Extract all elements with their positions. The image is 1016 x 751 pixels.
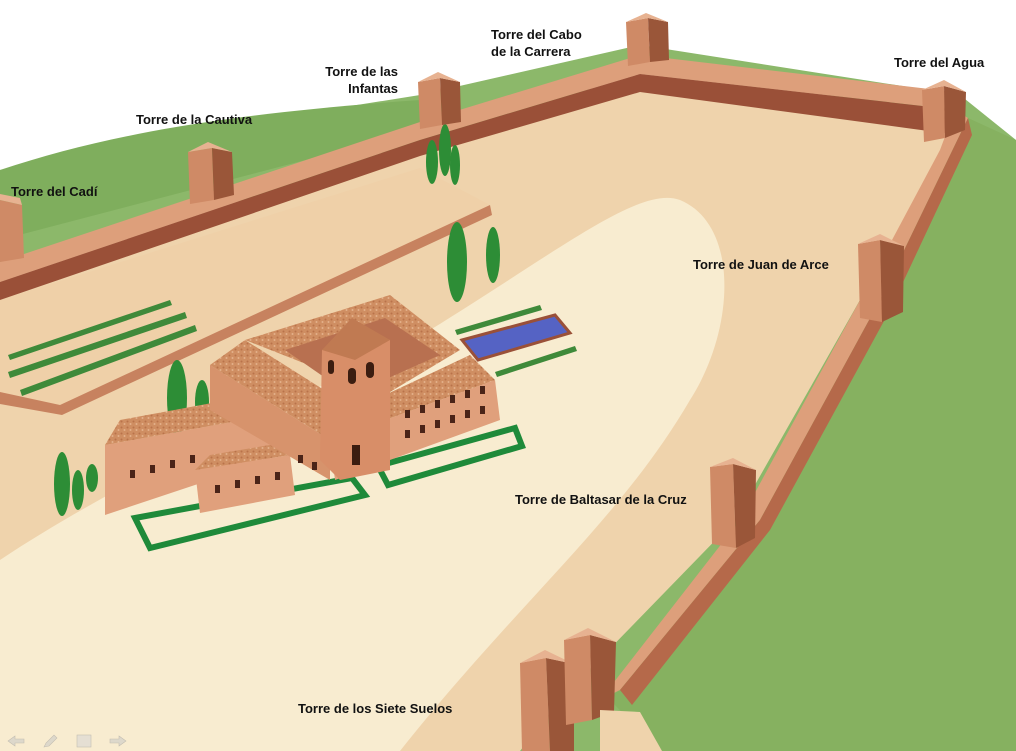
label-torre-cabo-line2: de la Carrera <box>491 44 571 59</box>
label-torre-cabo-line1: Torre del Cabo <box>491 27 582 42</box>
tower-juan-arce <box>858 234 904 322</box>
tower-agua <box>922 80 966 142</box>
slideshow-nav <box>4 733 130 749</box>
tower-cabo <box>626 13 669 66</box>
wall-right-top <box>600 110 968 700</box>
arrow-left-icon[interactable] <box>4 733 28 749</box>
tower-baltasar <box>710 458 756 548</box>
sky <box>0 0 1016 170</box>
tower-siete-suelos <box>520 628 662 751</box>
convent-building <box>105 295 500 515</box>
label-torre-infantas: Torre de las Infantas <box>308 63 398 97</box>
pool <box>459 313 573 362</box>
label-torre-agua: Torre del Agua <box>894 55 985 70</box>
tower-infantas <box>418 72 461 129</box>
tower-cautiva <box>188 142 234 204</box>
arrow-right-icon[interactable] <box>106 733 130 749</box>
pencil-icon[interactable] <box>38 733 62 749</box>
label-torre-cautiva: Torre de la Cautiva <box>136 112 253 127</box>
label-torre-cabo: Torre del Cabo de la Carrera <box>491 26 582 60</box>
label-torre-siete-suelos: Torre de los Siete Suelos <box>298 701 453 716</box>
label-torre-infantas-line1: Torre de las <box>325 64 398 79</box>
tower-cadi <box>0 194 24 262</box>
label-torre-juan-arce: Torre de Juan de Arce <box>693 257 829 272</box>
towers <box>0 13 966 751</box>
label-torre-infantas-line2: Infantas <box>348 81 398 96</box>
vineyard-rows <box>8 300 577 396</box>
slides-icon[interactable] <box>72 733 96 749</box>
terrace <box>0 168 490 405</box>
label-torre-baltasar: Torre de Baltasar de la Cruz <box>515 492 687 507</box>
label-torre-cadi: Torre del Cadí <box>11 184 98 199</box>
